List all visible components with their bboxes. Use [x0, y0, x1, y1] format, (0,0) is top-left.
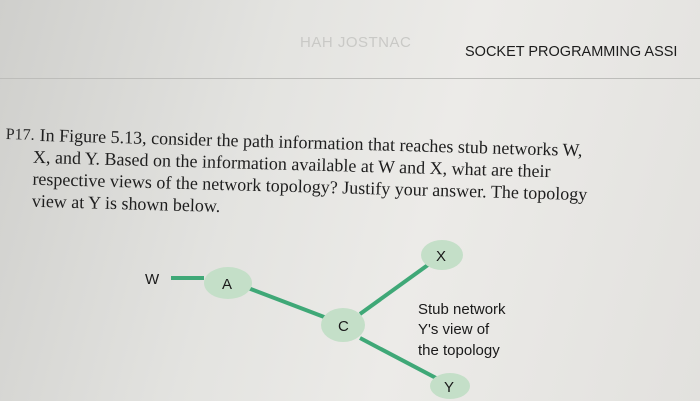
node-c-label: C [338, 318, 349, 335]
header-rule [0, 78, 700, 79]
caption-line-2: Y's view of [418, 321, 490, 338]
caption-line-1: Stub network [418, 301, 506, 318]
node-y-label: Y [444, 379, 454, 396]
node-a [204, 267, 252, 299]
caption-line-3: the topology [418, 342, 500, 359]
bleed-through-text: HAH JOSTNAC [300, 34, 412, 51]
node-y [430, 373, 470, 399]
link-a-c [247, 286, 333, 322]
node-w-label: W [145, 271, 160, 288]
node-x-label: X [436, 248, 446, 265]
node-c [321, 308, 365, 342]
running-header: SOCKET PROGRAMMING ASSI [465, 44, 678, 60]
link-c-y [359, 336, 437, 380]
link-c-x [358, 260, 434, 316]
node-x [421, 240, 463, 270]
node-a-label: A [222, 276, 232, 293]
